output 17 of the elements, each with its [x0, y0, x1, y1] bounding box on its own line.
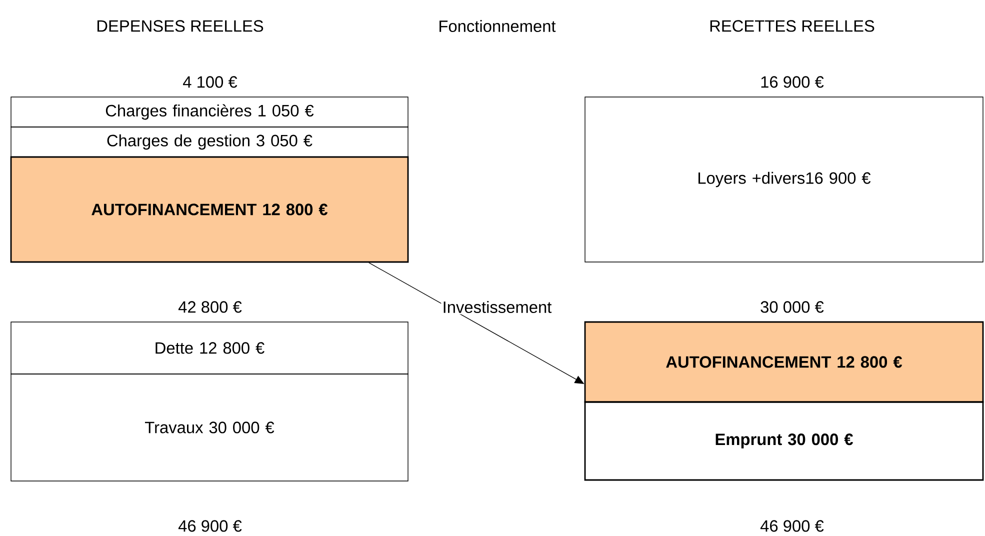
text-label: DEPENSES REELLES [94, 19, 266, 33]
budget-box: Loyers +divers16 900 € [584, 96, 984, 262]
budget-box: Travaux 30 000 € [10, 374, 408, 482]
budget-box: Charges financières 1 050 € [10, 96, 408, 128]
text-label: 4 100 € [181, 75, 239, 89]
highlighted-box: AUTOFINANCEMENT 12 800 € [10, 156, 409, 263]
text-label: RECETTES REELLES [708, 19, 876, 33]
text-label: 46 900 € [758, 519, 826, 533]
highlighted-box: AUTOFINANCEMENT 12 800 € [584, 321, 984, 403]
budget-box: Emprunt 30 000 € [584, 401, 984, 481]
text-label: Investissement [441, 300, 553, 314]
text-label: 42 800 € [176, 300, 244, 314]
text-label: 46 900 € [176, 519, 244, 533]
text-label: 30 000 € [758, 300, 826, 314]
text-label: 16 900 € [758, 75, 826, 89]
budget-box: Dette 12 800 € [10, 322, 408, 374]
text-label: Fonctionnement [437, 18, 557, 34]
